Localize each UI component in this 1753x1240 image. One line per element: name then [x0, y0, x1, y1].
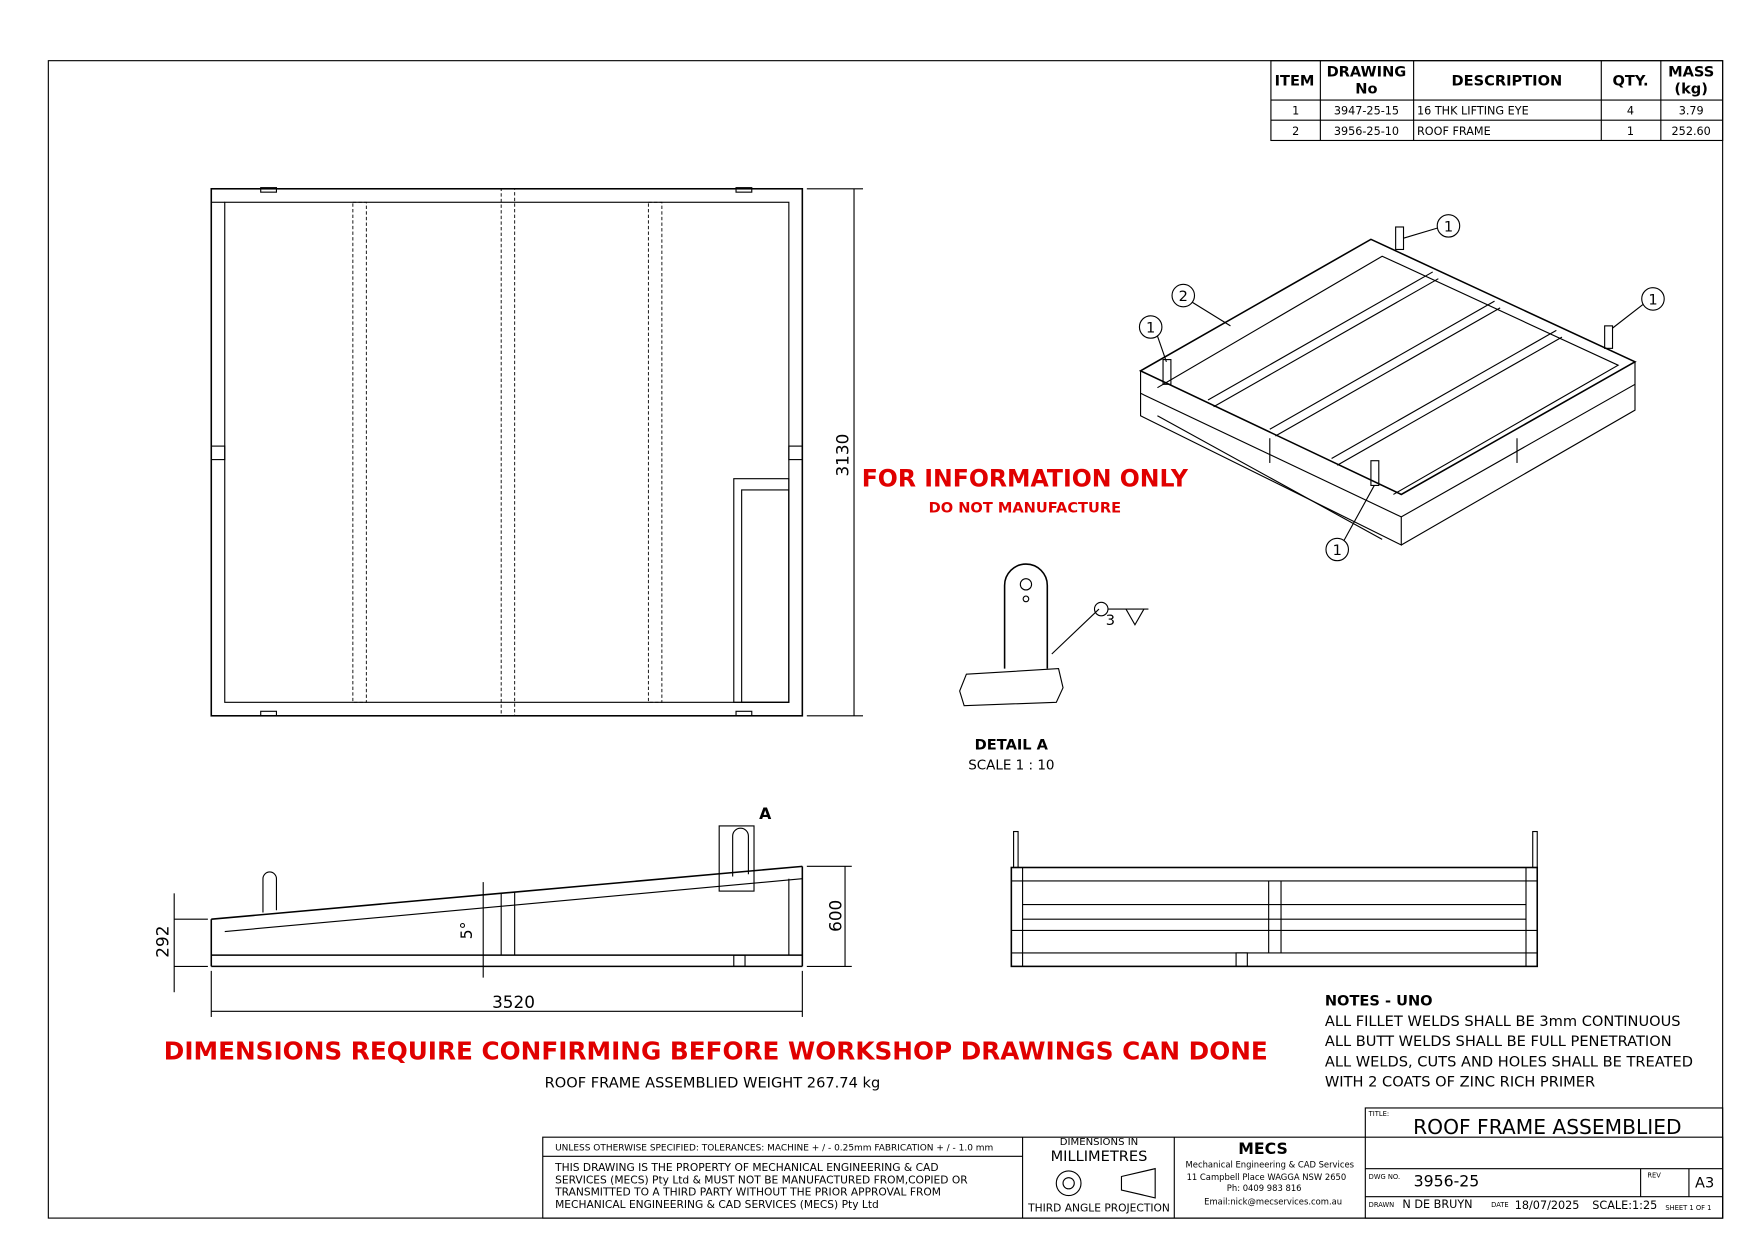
rev-label: REV — [1647, 1172, 1661, 1180]
sheet-number: SHEET 1 OF 1 — [1665, 1204, 1711, 1212]
balloon-item-1: 1 — [1146, 320, 1155, 337]
detail-a-marker: A — [759, 804, 772, 823]
bom-header-mass-unit: (kg) — [1674, 80, 1708, 97]
svg-text:1: 1 — [1292, 105, 1299, 118]
svg-text:16 THK LIFTING EYE: 16 THK LIFTING EYE — [1417, 105, 1529, 118]
svg-text:3956-25-10: 3956-25-10 — [1334, 125, 1399, 138]
dimension-overall-height: 600 — [826, 900, 846, 932]
dimension-length: 3520 — [492, 992, 535, 1012]
date-label: DATE — [1491, 1201, 1509, 1209]
do-not-manufacture: DO NOT MANUFACTURE — [929, 499, 1121, 516]
company-name: Mechanical Engineering & CAD Services — [1186, 1160, 1355, 1170]
svg-text:3.79: 3.79 — [1679, 105, 1704, 118]
company-address: 11 Campbell Place WAGGA NSW 2650 — [1187, 1172, 1347, 1182]
side-view: A 292 600 5° 3520 — [153, 804, 852, 1017]
title-label: TITLE: — [1368, 1110, 1390, 1118]
top-view: 3130 — [210, 187, 864, 717]
company-logo: MECS — [1238, 1139, 1288, 1158]
drawn-label: DRAWN — [1369, 1201, 1395, 1209]
svg-text:2: 2 — [1292, 125, 1299, 138]
dimension-height: 3130 — [832, 434, 852, 477]
drawn-by: N DE BRUYN — [1402, 1198, 1472, 1211]
drawing-scale: SCALE:1:25 — [1592, 1199, 1657, 1212]
note-line: ALL BUTT WELDS SHALL BE FULL PENETRATION — [1325, 1033, 1672, 1050]
sheet-size: A3 — [1695, 1175, 1714, 1192]
svg-text:1: 1 — [1627, 125, 1634, 138]
dimensions-in-label: DIMENSIONS IN — [1060, 1137, 1139, 1148]
detail-a-scale: SCALE 1 : 10 — [968, 758, 1054, 774]
bom-header-description: DESCRIPTION — [1452, 72, 1563, 89]
dwg-no-label: DWG NO. — [1369, 1173, 1400, 1181]
svg-text:252.60: 252.60 — [1672, 125, 1711, 138]
weld-size: 3 — [1106, 612, 1115, 629]
property-notice: THIS DRAWING IS THE PROPERTY OF MECHANIC… — [554, 1161, 938, 1174]
note-line: WITH 2 COATS OF ZINC RICH PRIMER — [1325, 1074, 1595, 1091]
balloon-item-1: 1 — [1648, 292, 1657, 309]
company-email: Email:nick@mecservices.com.au — [1204, 1197, 1342, 1207]
property-notice: TRANSMITTED TO A THIRD PARTY WITHOUT THE… — [554, 1186, 941, 1199]
note-line: ALL WELDS, CUTS AND HOLES SHALL BE TREAT… — [1325, 1053, 1693, 1070]
notes: NOTES - UNO ALL FILLET WELDS SHALL BE 3m… — [1325, 993, 1693, 1091]
bom-table: ITEM DRAWING No DESCRIPTION QTY. MASS (k… — [1270, 60, 1724, 142]
balloon-item-1: 1 — [1444, 218, 1453, 235]
detail-a-label: DETAIL A — [975, 737, 1049, 754]
bom-header-drawing: DRAWING — [1327, 63, 1407, 80]
drawing-title: ROOF FRAME ASSEMBLIED — [1413, 1115, 1681, 1139]
balloon-item-2: 2 — [1179, 288, 1188, 305]
isometric-view: 1 2 1 1 1 — [1138, 214, 1665, 562]
dimensions-warning-banner: DIMENSIONS REQUIRE CONFIRMING BEFORE WOR… — [164, 1037, 1268, 1066]
svg-text:3947-25-15: 3947-25-15 — [1334, 105, 1399, 118]
svg-text:4: 4 — [1627, 105, 1634, 118]
title-block: UNLESS OTHERWISE SPECIFIED: TOLERANCES: … — [542, 1107, 1724, 1219]
property-notice: SERVICES (MECS) Pty Ltd & MUST NOT BE MA… — [555, 1173, 968, 1186]
note-line: ALL FILLET WELDS SHALL BE 3mm CONTINUOUS — [1325, 1013, 1681, 1030]
bom-header-mass: MASS — [1668, 63, 1714, 80]
info-only-warning: FOR INFORMATION ONLY — [862, 465, 1189, 493]
drawing-date: 18/07/2025 — [1515, 1199, 1580, 1212]
company-phone: Ph: 0409 983 816 — [1227, 1183, 1302, 1193]
front-view — [1010, 830, 1539, 968]
bom-header-drawing-no: No — [1355, 80, 1377, 97]
assembly-weight: ROOF FRAME ASSEMBLIED WEIGHT 267.74 kg — [545, 1075, 881, 1092]
notes-title: NOTES - UNO — [1325, 993, 1433, 1010]
property-notice: MECHANICAL ENGINEERING & CAD SERVICES (M… — [555, 1198, 879, 1211]
projection-label: THIRD ANGLE PROJECTION — [1027, 1201, 1170, 1214]
svg-text:ROOF FRAME: ROOF FRAME — [1417, 125, 1491, 138]
drawing-number: 3956-25 — [1414, 1172, 1480, 1191]
dimension-rise: 292 — [153, 926, 173, 958]
tolerances: UNLESS OTHERWISE SPECIFIED: TOLERANCES: … — [555, 1144, 993, 1154]
bom-header-qty: QTY. — [1612, 72, 1648, 89]
units: MILLIMETRES — [1051, 1148, 1148, 1165]
bom-row: 2 3956-25-10 ROOF FRAME 1 252.60 — [1292, 125, 1711, 138]
dimension-angle: 5° — [457, 921, 476, 939]
third-angle-projection-icon — [1055, 1167, 1156, 1199]
bom-row: 1 3947-25-15 16 THK LIFTING EYE 4 3.79 — [1292, 105, 1704, 118]
bom-header-item: ITEM — [1275, 72, 1315, 89]
balloon-item-1: 1 — [1333, 542, 1342, 559]
detail-a-view: 3 DETAIL A SCALE 1 : 10 — [959, 563, 1149, 774]
